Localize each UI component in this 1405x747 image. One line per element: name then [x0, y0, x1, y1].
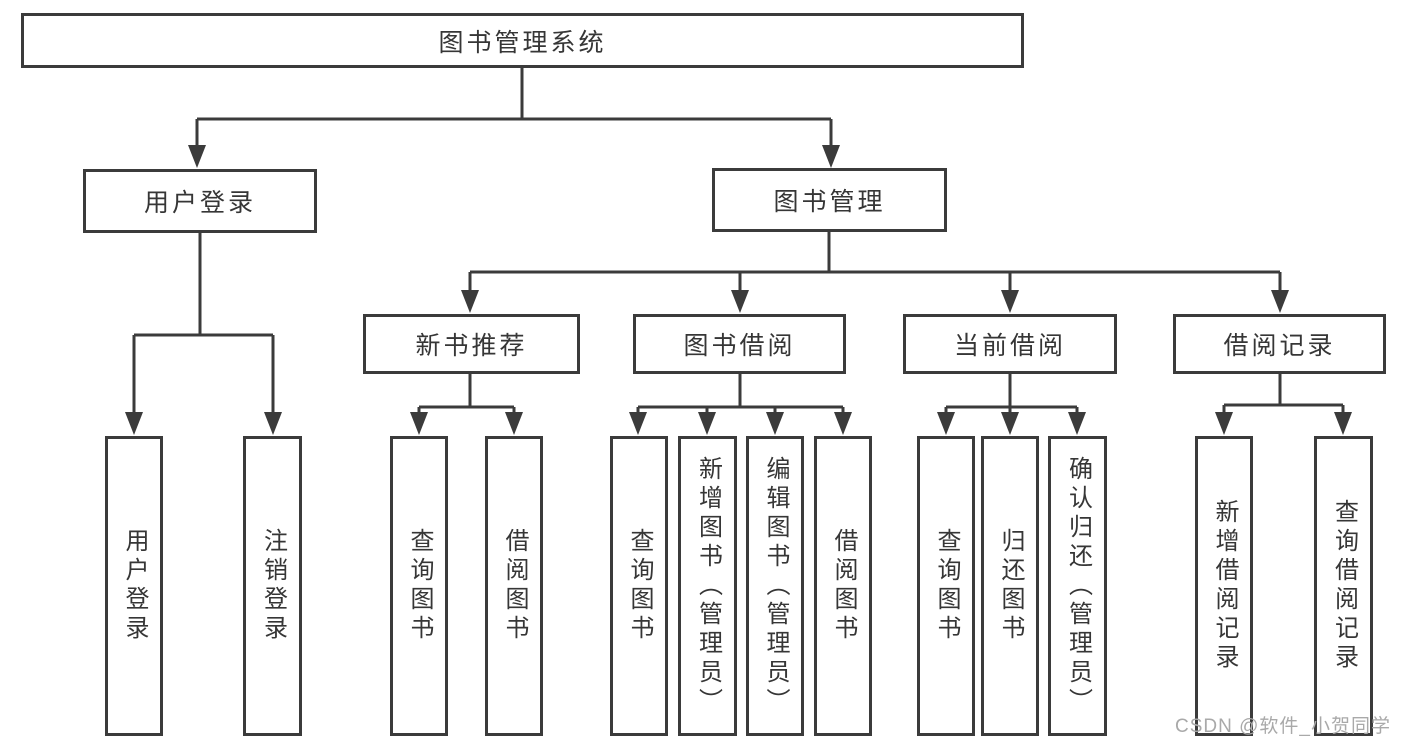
leaf-edit-book-admin-label: 编辑图书（管理员） — [762, 455, 789, 717]
leaf-confirm-return-admin-label: 确认归还（管理员） — [1064, 455, 1092, 717]
leaf-borrow-books-recommend-label: 借阅图书 — [501, 528, 528, 644]
node-user-login: 用户登录 — [83, 169, 317, 233]
leaf-add-book-admin-label: 新增图书（管理员） — [694, 455, 722, 717]
leaf-return-book: 归还图书 — [981, 436, 1039, 736]
node-borrow-records: 借阅记录 — [1173, 314, 1386, 374]
connector-root-fork — [188, 68, 840, 168]
node-current-borrow: 当前借阅 — [903, 314, 1117, 374]
node-book-borrow: 图书借阅 — [633, 314, 846, 374]
connector-borrow-records-fork — [1215, 373, 1352, 435]
leaf-return-book-label: 归还图书 — [997, 528, 1024, 644]
leaf-borrow-books-borrow: 借阅图书 — [814, 436, 872, 736]
leaf-add-borrow-record: 新增借阅记录 — [1195, 436, 1253, 736]
leaf-query-books-current-label: 查询图书 — [933, 528, 960, 644]
csdn-watermark: CSDN @软件_小贺同学 — [1175, 716, 1391, 737]
connector-new-book-fork — [410, 373, 523, 435]
connector-book-management-fork — [461, 232, 1289, 313]
leaf-query-books-current: 查询图书 — [917, 436, 975, 736]
leaf-user-login-label: 用户登录 — [121, 528, 148, 644]
leaf-edit-book-admin: 编辑图书（管理员） — [746, 436, 804, 736]
node-book-management: 图书管理 — [712, 168, 947, 232]
leaf-borrow-books-borrow-label: 借阅图书 — [830, 528, 857, 644]
leaf-logout-label: 注销登录 — [259, 528, 287, 644]
leaf-query-books-recommend-label: 查询图书 — [406, 528, 433, 644]
leaf-query-books-recommend: 查询图书 — [390, 436, 448, 736]
node-root: 图书管理系统 — [21, 13, 1024, 68]
leaf-user-login: 用户登录 — [105, 436, 163, 736]
leaf-borrow-books-recommend: 借阅图书 — [485, 436, 543, 736]
leaf-logout: 注销登录 — [243, 436, 302, 736]
leaf-query-books-borrow: 查询图书 — [610, 436, 668, 736]
leaf-confirm-return-admin: 确认归还（管理员） — [1048, 436, 1107, 736]
node-new-book-recommend: 新书推荐 — [363, 314, 580, 374]
connector-book-borrow-fork — [629, 373, 852, 435]
leaf-add-book-admin: 新增图书（管理员） — [678, 436, 737, 736]
leaf-query-borrow-record-label: 查询借阅记录 — [1330, 499, 1358, 673]
connector-user-login-fork — [125, 233, 282, 435]
connector-current-borrow-fork — [937, 373, 1086, 435]
leaf-query-books-borrow-label: 查询图书 — [626, 528, 653, 644]
leaf-add-borrow-record-label: 新增借阅记录 — [1211, 499, 1238, 673]
leaf-query-borrow-record: 查询借阅记录 — [1314, 436, 1373, 736]
